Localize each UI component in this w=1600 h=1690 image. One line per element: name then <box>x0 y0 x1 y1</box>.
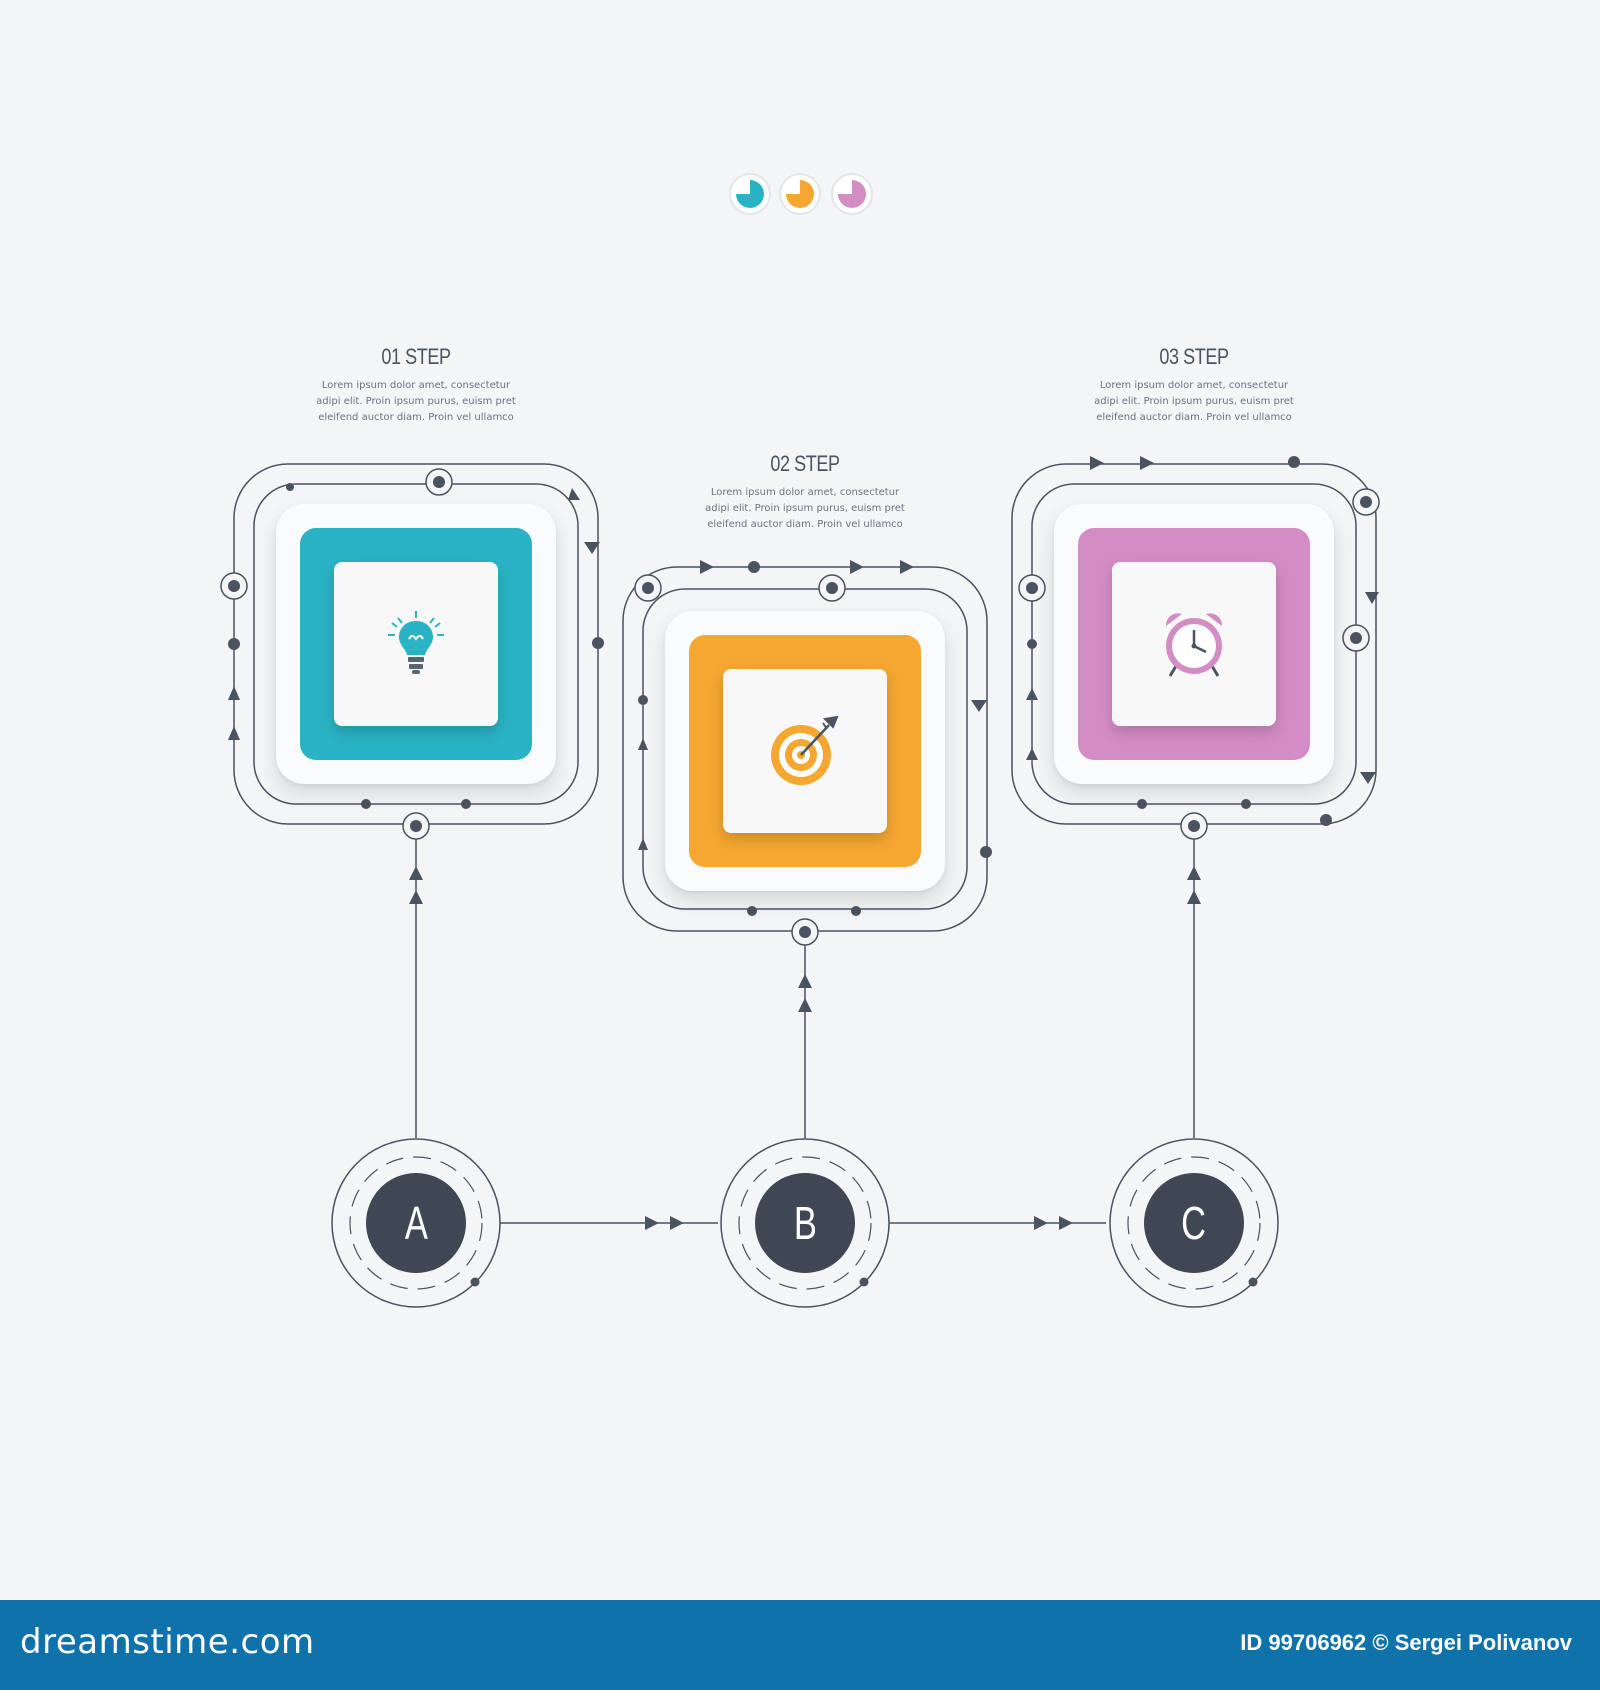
legend-icons <box>729 173 873 215</box>
node-b: B <box>755 1173 855 1273</box>
node-b-label: B <box>793 1197 817 1249</box>
node-c-label: C <box>1181 1197 1207 1249</box>
diagram-canvas <box>220 173 1380 1308</box>
step-1-title: 01 STEP <box>381 344 451 369</box>
target-icon <box>771 715 839 785</box>
junction-dots <box>220 456 1380 1287</box>
step-2-icon-tile <box>723 669 887 833</box>
step-3-desc-line-2: adipi elit. Proin ipsum purus, euism pre… <box>1094 396 1294 407</box>
step-3-card <box>1054 504 1334 784</box>
step-1-desc-line-2: adipi elit. Proin ipsum purus, euism pre… <box>316 396 516 407</box>
step-3-icon-tile <box>1112 562 1276 726</box>
step-2-desc-line-2: adipi elit. Proin ipsum purus, euism pre… <box>705 503 905 514</box>
step-2-card <box>665 611 945 891</box>
step-3-text: 03 STEP Lorem ipsum dolor amet, consecte… <box>1064 344 1324 426</box>
step-2-desc-line-1: Lorem ipsum dolor amet, consectetur <box>710 487 900 498</box>
node-a: A <box>366 1173 466 1273</box>
lightbulb-icon <box>388 611 444 674</box>
step-2-text: 02 STEP Lorem ipsum dolor amet, consecte… <box>675 451 935 533</box>
step-1-icon-tile <box>334 562 498 726</box>
brand-logo: dreamstime.com <box>20 1622 315 1662</box>
legend-pie-icon-2 <box>779 173 821 215</box>
legend-pie-icon-1 <box>729 173 771 215</box>
step-3-title: 03 STEP <box>1159 344 1229 369</box>
step-1-desc-line-3: eleifend auctor diam. Proin vel ullamco <box>318 412 514 423</box>
image-attribution: ID 99706962 © Sergei Polivanov <box>1240 1630 1572 1655</box>
node-a-label: A <box>404 1197 428 1249</box>
step-1-desc-line-1: Lorem ipsum dolor amet, consectetur <box>321 380 511 391</box>
step-2-title: 02 STEP <box>770 451 840 476</box>
flow-arrows <box>228 456 1379 1230</box>
step-1-card <box>276 504 556 784</box>
step-2-desc-line-3: eleifend auctor diam. Proin vel ullamco <box>707 519 903 530</box>
legend-pie-icon-3 <box>831 173 873 215</box>
step-3-desc-line-3: eleifend auctor diam. Proin vel ullamco <box>1096 412 1292 423</box>
node-rings <box>331 1138 1279 1308</box>
node-c: C <box>1144 1173 1244 1273</box>
step-1-text: 01 STEP Lorem ipsum dolor amet, consecte… <box>286 344 546 426</box>
step-3-desc-line-1: Lorem ipsum dolor amet, consectetur <box>1099 380 1289 391</box>
watermark-footer: dreamstime.com ID 99706962 © Sergei Poli… <box>0 1600 1600 1690</box>
alarm-clock-icon <box>1165 613 1223 677</box>
